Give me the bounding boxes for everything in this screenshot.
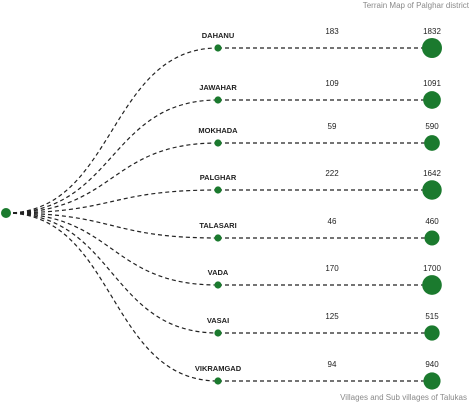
link-palghar (5, 189, 219, 214)
taluka-label-jawahar: JAWAHAR (199, 83, 237, 92)
taluka-node-mokhada (214, 139, 222, 147)
link-vikramgad (5, 212, 219, 382)
subvillage-node-palghar (422, 180, 442, 200)
subvillage-node-talasari (424, 230, 440, 246)
taluka-node-vada (214, 281, 222, 289)
subvillage-count-vikramgad: 940 (425, 360, 439, 369)
link-vada (5, 212, 219, 286)
subvillage-count-vasai: 515 (425, 312, 439, 321)
link-dahanu (5, 47, 219, 214)
subvillage-node-jawahar (423, 91, 441, 109)
link-jawahar (5, 99, 219, 214)
village-count-mokhada: 59 (328, 122, 337, 131)
subvillage-node-vikramgad (423, 372, 441, 390)
village-count-palghar: 222 (325, 169, 339, 178)
taluka-label-vasai: VASAI (207, 316, 229, 325)
taluka-label-talasari: TALASARI (199, 221, 236, 230)
subvillage-count-mokhada: 590 (425, 122, 439, 131)
diagram-caption: Villages and Sub villages of Talukas (340, 393, 467, 402)
subvillage-node-vasai (424, 325, 440, 341)
subvillage-count-talasari: 460 (425, 217, 439, 226)
taluka-label-dahanu: DAHANU (202, 31, 235, 40)
subvillage-count-vada: 1700 (423, 264, 441, 273)
taluka-node-vikramgad (214, 377, 222, 385)
subvillage-count-palghar: 1642 (423, 169, 441, 178)
subvillage-node-dahanu (422, 38, 442, 58)
link-vasai (5, 212, 219, 334)
taluka-label-vada: VADA (208, 268, 229, 277)
village-count-vikramgad: 94 (328, 360, 337, 369)
link-mokhada (5, 142, 219, 214)
subvillage-node-vada (422, 275, 442, 295)
subvillage-node-mokhada (424, 135, 440, 151)
subvillage-count-dahanu: 1832 (423, 27, 441, 36)
taluka-label-mokhada: MOKHADA (198, 126, 238, 135)
taluka-label-palghar: PALGHAR (200, 173, 237, 182)
village-count-vada: 170 (325, 264, 339, 273)
link-talasari (5, 212, 219, 239)
taluka-node-dahanu (214, 44, 222, 52)
village-count-vasai: 125 (325, 312, 339, 321)
village-count-talasari: 46 (328, 217, 337, 226)
root-node (1, 208, 11, 218)
taluka-node-vasai (214, 329, 222, 337)
subvillage-count-jawahar: 1091 (423, 79, 441, 88)
diagram-title: Terrain Map of Palghar district (362, 1, 469, 10)
taluka-label-vikramgad: VIKRAMGAD (195, 364, 242, 373)
taluka-node-jawahar (214, 96, 222, 104)
taluka-node-talasari (214, 234, 222, 242)
village-count-jawahar: 109 (325, 79, 339, 88)
village-count-dahanu: 183 (325, 27, 339, 36)
taluka-node-palghar (214, 186, 222, 194)
